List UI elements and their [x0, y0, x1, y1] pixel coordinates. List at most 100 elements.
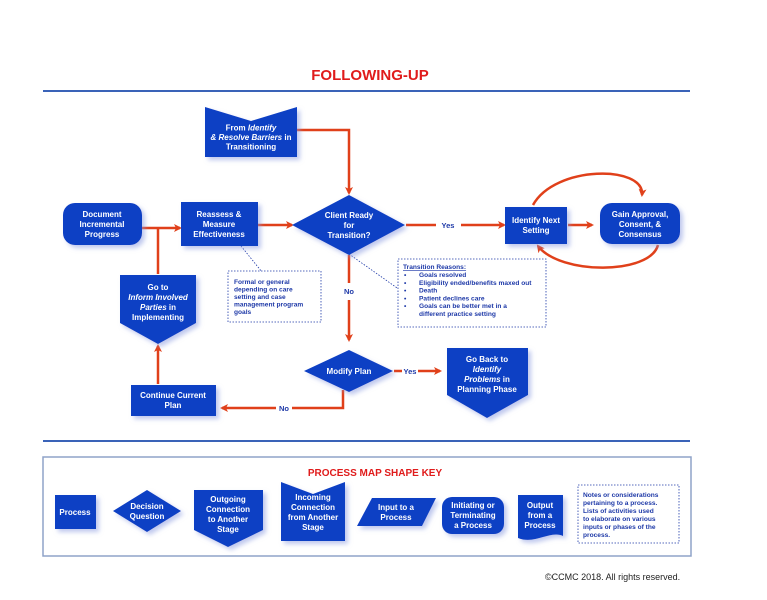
key-label-outgoing-connection: Stage [217, 525, 239, 534]
node-label-reassess: Effectiveness [193, 230, 245, 239]
key-shape-terminator [442, 497, 504, 534]
transition-reasons-heading: Transition Reasons: [403, 264, 466, 271]
node-label-gain-approval: Consent, & [619, 220, 661, 229]
key-label-note: process. [583, 532, 610, 539]
node-label-identify-next: Setting [522, 226, 549, 235]
node-label-gain-approval: Consensus [618, 230, 662, 239]
key-label-decision: Decision [130, 502, 163, 511]
key-shape-process [55, 495, 96, 529]
key-label-incoming-connection: from Another [288, 513, 338, 522]
node-from-identify[interactable] [205, 107, 297, 157]
node-label-from-identify: From Identify [226, 124, 277, 133]
key-label-output: from a [528, 511, 553, 520]
note-reassess-text: goals [234, 309, 252, 316]
node-label-go-back: Go Back to [466, 355, 508, 364]
node-label-document-progress: Document [82, 210, 121, 219]
node-label-document-progress: Progress [85, 230, 120, 239]
key-label-output: Output [527, 501, 554, 510]
connectors [141, 128, 660, 412]
transition-reason-item: different practice setting [419, 311, 496, 318]
node-label-continue-plan: Continue Current [140, 391, 206, 400]
key-label-incoming-connection: Connection [291, 503, 335, 512]
node-reassess[interactable] [181, 202, 258, 246]
node-modify-plan[interactable] [304, 350, 393, 392]
note-reassess-text: Formal or general [234, 279, 290, 286]
line-modify-no-a [292, 390, 345, 410]
key-label-note: Lists of activities used [583, 508, 654, 515]
key-label-note: to elaborate on various [583, 516, 656, 523]
arrow-loop-bottom [536, 244, 660, 269]
note-reassess-text: setting and case [234, 294, 286, 301]
key-shape-incoming-connection [281, 482, 345, 541]
key-label-outgoing-connection: Outgoing [210, 495, 246, 504]
edge-label-yes: Yes [442, 221, 455, 230]
node-label-continue-plan: Plan [165, 401, 182, 410]
node-go-to-inform[interactable] [120, 275, 196, 344]
node-label-gain-approval: Gain Approval, [612, 210, 669, 219]
key-shape-outgoing-connection [194, 490, 263, 547]
bullet-icon: • [404, 280, 407, 287]
key-shape-note [577, 484, 680, 544]
node-client-ready[interactable] [292, 195, 405, 255]
node-label-modify-plan: Modify Plan [327, 367, 372, 376]
node-continue-plan[interactable] [131, 385, 216, 416]
node-label-go-back: Problems in [464, 375, 510, 384]
bullet-icon: • [404, 303, 407, 310]
key-label-decision: Question [130, 512, 165, 521]
shape-key-title: PROCESS MAP SHAPE KEY [308, 468, 443, 479]
node-identify-next[interactable] [505, 207, 567, 244]
page-title: FOLLOWING-UP [311, 67, 428, 84]
key-label-note: inputs or phases of the [583, 524, 656, 531]
bullet-icon: • [404, 272, 407, 279]
node-label-document-progress: Incremental [80, 220, 125, 229]
node-label-from-identify: & Resolve Barriers in [211, 133, 292, 142]
node-label-go-to-inform: Inform Involved [128, 293, 189, 302]
transition-reason-item: Goals resolved [419, 272, 466, 279]
node-label-client-ready: Client Ready [325, 211, 374, 220]
node-go-back[interactable] [447, 348, 528, 418]
transition-reason-item: Eligibility ended/benefits maxed out [419, 280, 532, 287]
node-label-go-back: Identify [473, 365, 502, 374]
key-label-input: Input to a [378, 503, 415, 512]
edge-label-yes: Yes [404, 367, 417, 376]
key-label-note: pertaining to a process. [583, 500, 658, 507]
transition-reason-item: Goals can be better met in a [419, 303, 507, 310]
key-label-terminator: Terminating [450, 511, 495, 520]
node-label-client-ready: for [344, 221, 355, 230]
key-label-outgoing-connection: Connection [206, 505, 250, 514]
key-label-input: Process [380, 513, 412, 522]
key-shape-input [357, 498, 436, 526]
edge-label-no: No [344, 287, 354, 296]
key-label-terminator: Initiating or [451, 501, 495, 510]
key-label-process: Process [59, 508, 91, 517]
note-leader-reassess [240, 245, 263, 273]
node-label-reassess: Measure [203, 220, 236, 229]
node-document-progress[interactable] [63, 203, 142, 245]
note-reassess-text: management program [234, 302, 303, 309]
node-label-go-back: Planning Phase [457, 385, 517, 394]
node-gain-approval[interactable] [600, 203, 680, 244]
key-label-incoming-connection: Stage [302, 523, 324, 532]
key-shape-decision [113, 490, 181, 532]
transition-reason-item: Death [419, 288, 437, 295]
transition-reason-item: Patient declines care [419, 295, 485, 302]
key-label-terminator: a Process [454, 521, 492, 530]
node-label-identify-next: Identify Next [512, 216, 560, 225]
copyright: ©CCMC 2018. All rights reserved. [545, 572, 681, 582]
key-label-note: Notes or considerations [583, 492, 659, 499]
arrow-from-identify-to-client-ready [296, 128, 353, 195]
key-label-outgoing-connection: to Another [208, 515, 248, 524]
node-label-go-to-inform: Go to [148, 283, 169, 292]
note-leader-client-ready [348, 253, 401, 291]
node-label-go-to-inform: Parties in [140, 303, 176, 312]
key-label-incoming-connection: Incoming [295, 493, 331, 502]
key-label-output: Process [524, 521, 556, 530]
node-label-go-to-inform: Implementing [132, 313, 184, 322]
node-label-client-ready: Transition? [327, 231, 370, 240]
bullet-icon: • [404, 295, 407, 302]
arrow-loop-top [531, 172, 647, 206]
key-shape-output [518, 495, 563, 540]
node-label-reassess: Reassess & [197, 210, 242, 219]
edge-label-no: No [279, 404, 289, 413]
